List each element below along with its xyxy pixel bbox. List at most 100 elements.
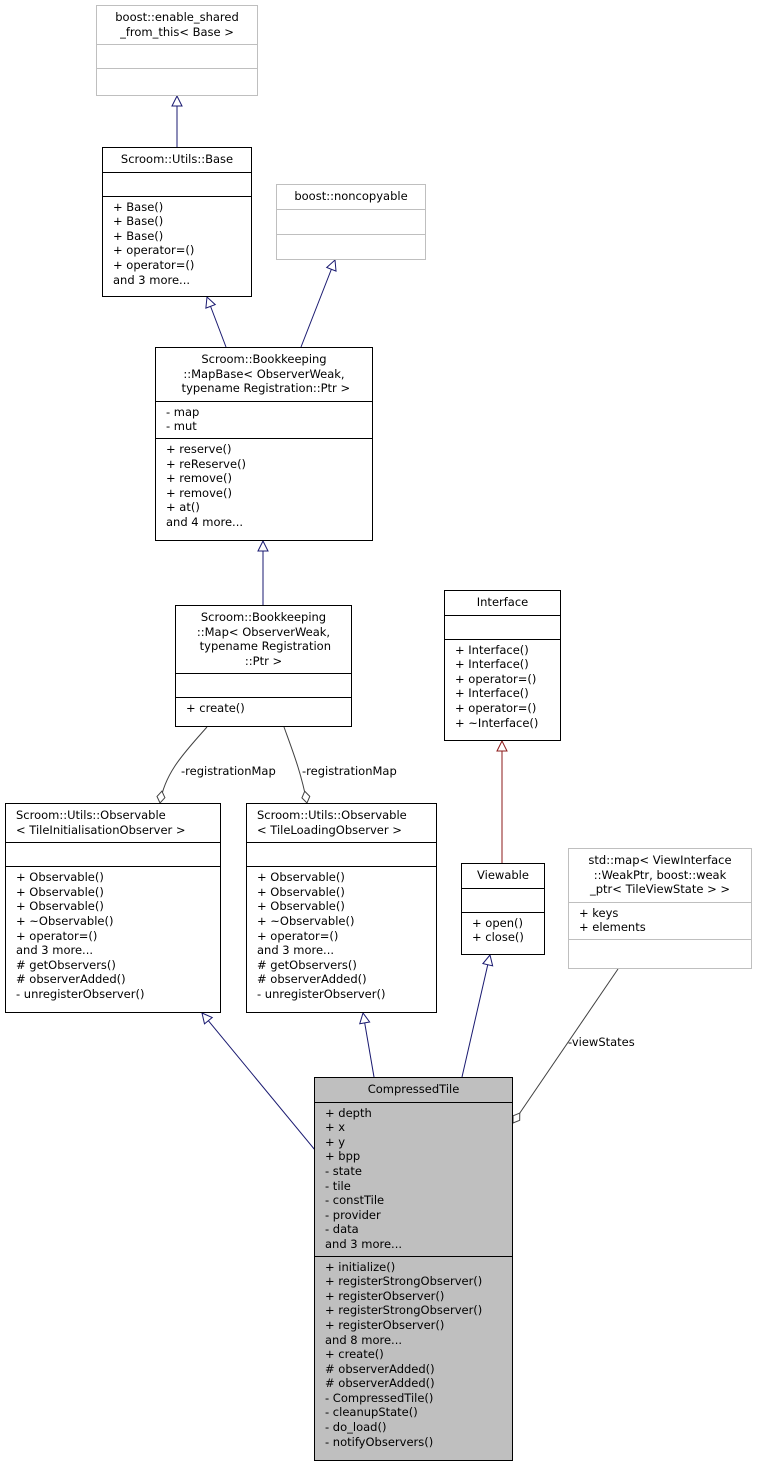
method: + Observable() [16,884,104,899]
attribute: and 3 more... [325,1236,403,1251]
method: + Interface() [455,657,529,672]
class-title: Scroom::Utils::Observable < TileInitiali… [6,804,220,842]
class-utils-base: Scroom::Utils::Base + Base() + Base() + … [102,147,252,297]
attributes-section [97,44,257,68]
methods-section [277,233,425,259]
method: + Observable() [257,899,345,914]
title-line: ::Ptr > [244,653,283,668]
class-title: Viewable [462,864,544,888]
attribute: + bpp [325,1149,361,1164]
class-title: CompressedTile [315,1078,512,1102]
class-title: boost::noncopyable [277,185,425,209]
class-observable-tile-loading: Scroom::Utils::Observable < TileLoadingO… [246,803,437,1013]
title-line: ::MapBase< ObserverWeak, [183,366,345,381]
title-line: std::map< ViewInterface [588,853,732,867]
title-line: ::WeakPtr, boost::weak [593,867,727,882]
title-line: < TileLoadingObserver > [257,822,402,837]
method: + reserve() [166,441,232,456]
method: + Observable() [16,899,104,914]
attribute: + depth [325,1105,372,1120]
methods-section: + Observable() + Observable() + Observab… [247,866,436,1005]
method: - CompressedTile() [325,1390,434,1405]
method: + registerStrongObserver() [325,1303,483,1318]
method: + Interface() [455,686,529,701]
title-line: Scroom::Utils::Base [120,152,234,166]
attribute: + y [325,1134,346,1149]
edge-mapbase-to-base [207,297,227,348]
methods-section: + Interface() + Interface() + operator=(… [445,638,560,735]
title-line: Scroom::Bookkeeping [200,610,327,624]
method: # observerAdded() [325,1376,435,1391]
method: + ~Observable() [16,913,114,928]
method: - notifyObservers() [325,1434,434,1449]
attributes-section [103,171,251,196]
method: + Base() [113,214,164,229]
title-line: CompressedTile [367,1082,460,1096]
method: # getObservers() [257,957,357,972]
method: + registerObserver() [325,1288,445,1303]
methods-section [97,68,257,92]
edge-compressed-to-obs-load [363,1013,375,1078]
methods-section: + open() + close() [462,911,544,949]
method: - unregisterObserver() [257,986,386,1001]
attribute: - tile [325,1178,351,1193]
class-enable-shared-from-this: boost::enable_shared _from_this< Base > [96,5,258,96]
title-line: < TileInitialisationObserver > [16,822,186,837]
edge-label-view-states: -viewStates [568,1035,635,1049]
method: # observerAdded() [325,1361,435,1376]
methods-section: + Base() + Base() + Base() + operator=()… [103,195,251,292]
method: + create() [325,1347,384,1362]
edge-registration-map-left [156,726,208,804]
attribute: - constTile [325,1193,385,1208]
method: and 3 more... [16,943,94,958]
class-title: std::map< ViewInterface ::WeakPtr, boost… [569,849,751,902]
title-line: typename Registration::Ptr > [177,381,351,396]
class-title: Scroom::Bookkeeping ::Map< ObserverWeak,… [176,606,351,673]
class-viewable: Viewable + open() + close() [461,863,545,955]
method: # observerAdded() [257,972,367,987]
title-line: boost::enable_shared [115,10,239,24]
method: and 3 more... [113,272,191,287]
methods-section: + Observable() + Observable() + Observab… [6,866,220,1005]
method: and 3 more... [257,943,335,958]
title-line: Scroom::Bookkeeping [201,352,327,366]
attribute: + elements [579,920,646,935]
method: # getObservers() [16,957,116,972]
method: + reReserve() [166,456,247,471]
attributes-section [462,887,544,912]
method: + Observable() [16,870,104,885]
title-line: Scroom::Utils::Observable [16,808,166,822]
method: + initialize() [325,1259,396,1274]
edge-view-states [512,968,619,1124]
method: - do_load() [325,1420,387,1435]
attributes-section [6,842,220,866]
attributes-section [176,673,351,697]
edge-label-registration-map-right: -registrationMap [302,764,397,778]
method: + remove() [166,485,232,500]
attribute: + x [325,1120,346,1135]
method: + close() [472,930,524,945]
method: # observerAdded() [16,972,126,987]
attribute: - data [325,1222,359,1237]
attributes-section [247,842,436,866]
method: + operator=() [113,243,195,258]
title-line: ::Map< ObserverWeak, [196,624,331,639]
attribute: - mut [166,419,197,434]
method: + operator=() [455,700,537,715]
method: and 4 more... [166,514,244,529]
edge-label-registration-map-left: -registrationMap [181,764,276,778]
methods-section [569,938,751,964]
methods-section: + create() [176,697,351,720]
class-title: boost::enable_shared _from_this< Base > [97,6,257,44]
edge-compressed-to-obs-init [202,1013,316,1151]
title-line: _from_this< Base > [120,24,234,39]
method: + open() [472,915,523,930]
title-line: boost::noncopyable [294,189,408,203]
methods-section: + reserve() + reReserve() + remove() + r… [156,437,372,534]
attributes-section [445,614,560,639]
method: - unregisterObserver() [16,986,145,1001]
class-title: Interface [445,591,560,615]
class-noncopyable: boost::noncopyable [276,184,426,260]
class-mapbase: Scroom::Bookkeeping ::MapBase< ObserverW… [155,347,373,541]
